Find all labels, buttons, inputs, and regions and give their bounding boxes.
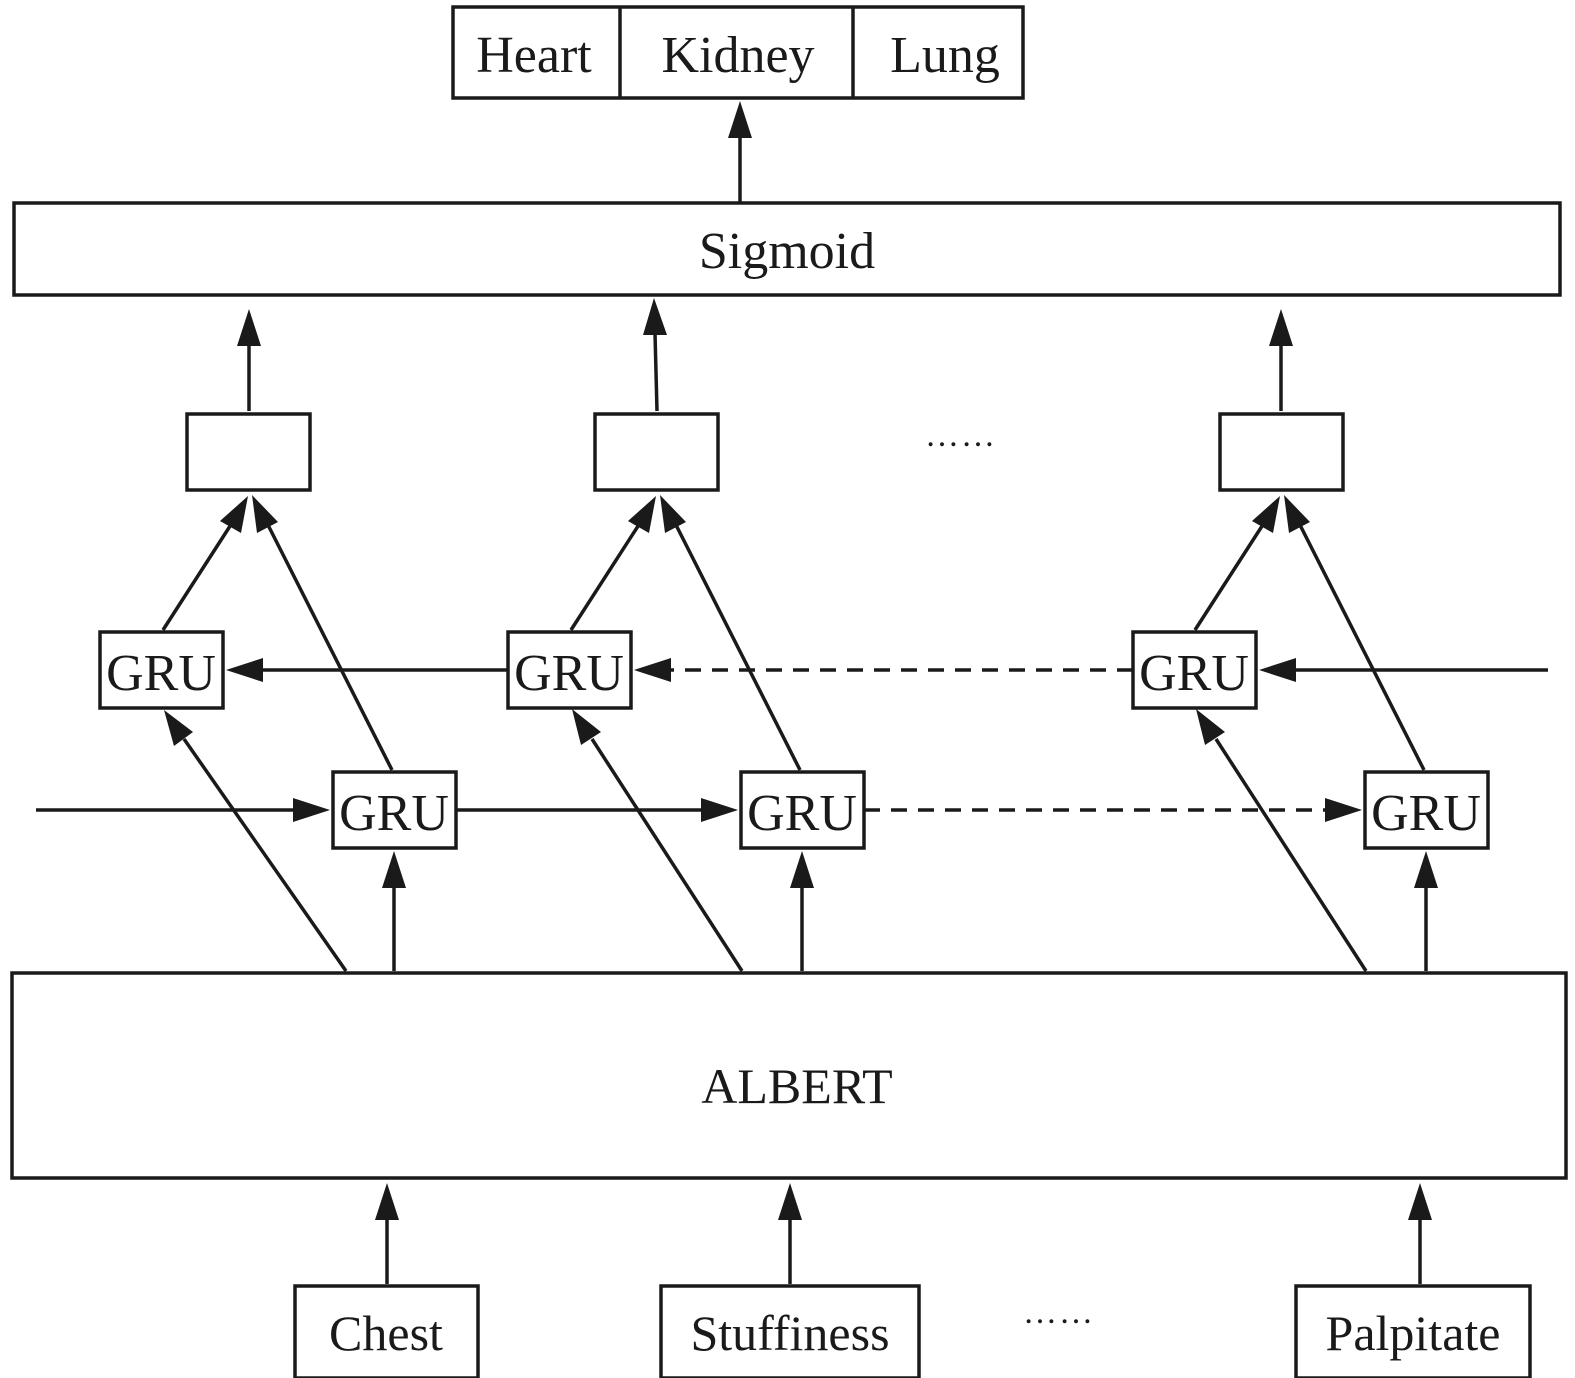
arrowhead — [293, 798, 330, 822]
backward-gru-label: GRU — [514, 645, 624, 702]
arrowhead — [790, 851, 814, 888]
forward-gru-label: GRU — [339, 785, 449, 842]
arrowhead — [237, 309, 261, 346]
arrowhead — [643, 298, 667, 335]
forward-gru-label: GRU — [747, 785, 857, 842]
arrow-albert-to-backward-gru — [1214, 738, 1368, 972]
arrowhead — [382, 851, 406, 888]
sigmoid-label: Sigmoid — [699, 223, 875, 280]
arrow-backward-gru-to-concat — [1193, 522, 1266, 631]
arrowhead — [628, 496, 656, 533]
concat-hidden-state-box — [1218, 412, 1345, 492]
input-token-stuffiness — [659, 1284, 921, 1378]
output-label-box — [451, 5, 1025, 100]
arrowhead — [226, 658, 263, 682]
backward-gru-cell — [1131, 630, 1258, 710]
arrowhead — [1414, 851, 1438, 888]
forward-gru-cell — [1363, 770, 1490, 850]
arrowhead — [1269, 309, 1293, 346]
arrowhead — [634, 658, 671, 682]
arrow-forward-gru-to-concat — [265, 522, 394, 771]
input-token-chest — [293, 1284, 480, 1378]
arrowhead — [164, 710, 193, 746]
albert-label: ALBERT — [701, 1058, 892, 1114]
output-heart-label: Heart — [476, 27, 592, 84]
arrow-albert-to-backward-gru — [590, 738, 744, 972]
output-label-group: Heart Kidney Lung — [451, 5, 1025, 100]
arrowhead — [572, 709, 601, 745]
backward-gru-cell — [98, 630, 225, 710]
arrowhead — [660, 495, 686, 533]
arrow-albert-to-backward-gru — [182, 737, 348, 973]
arrowhead — [701, 798, 738, 822]
arrowhead — [252, 495, 278, 533]
input-palpitate-label: Palpitate — [1326, 1305, 1501, 1361]
arrowhead — [1196, 709, 1225, 745]
arrowhead — [1408, 1183, 1432, 1220]
arrowhead — [1325, 798, 1362, 822]
arrowhead — [1252, 496, 1280, 533]
arrowhead — [778, 1183, 802, 1220]
arrow-backward-gru-to-concat — [569, 522, 642, 631]
arrow-concat-to-sigmoid — [653, 332, 659, 412]
backward-gru-label: GRU — [1139, 645, 1249, 702]
concat-hidden-state-box — [593, 412, 720, 492]
arrowhead — [728, 101, 752, 138]
arrow-backward-gru-to-concat — [161, 522, 234, 631]
arrow-forward-gru-to-concat — [673, 522, 802, 771]
forward-gru-cell — [739, 770, 866, 850]
backward-gru-label: GRU — [106, 645, 216, 702]
albert-encoder — [10, 971, 1568, 1180]
inputs-ellipsis: …… — [1023, 1294, 1095, 1331]
input-stuffiness-label: Stuffiness — [690, 1305, 889, 1361]
hidden-states-ellipsis: …… — [925, 417, 997, 454]
arrowhead — [220, 496, 248, 533]
arrowhead — [375, 1183, 399, 1220]
forward-gru-cell — [331, 770, 458, 850]
sigmoid-layer — [12, 201, 1562, 297]
input-chest-label: Chest — [329, 1305, 443, 1361]
concat-hidden-state-box — [185, 412, 312, 492]
output-kidney-label: Kidney — [661, 27, 814, 84]
output-lung-label: Lung — [890, 27, 1000, 84]
arrowhead — [1284, 495, 1310, 533]
arrowhead — [1259, 658, 1296, 682]
arrow-forward-gru-to-concat — [1297, 522, 1426, 771]
forward-gru-label: GRU — [1371, 785, 1481, 842]
input-token-palpitate — [1294, 1284, 1532, 1378]
backward-gru-cell — [506, 630, 633, 710]
